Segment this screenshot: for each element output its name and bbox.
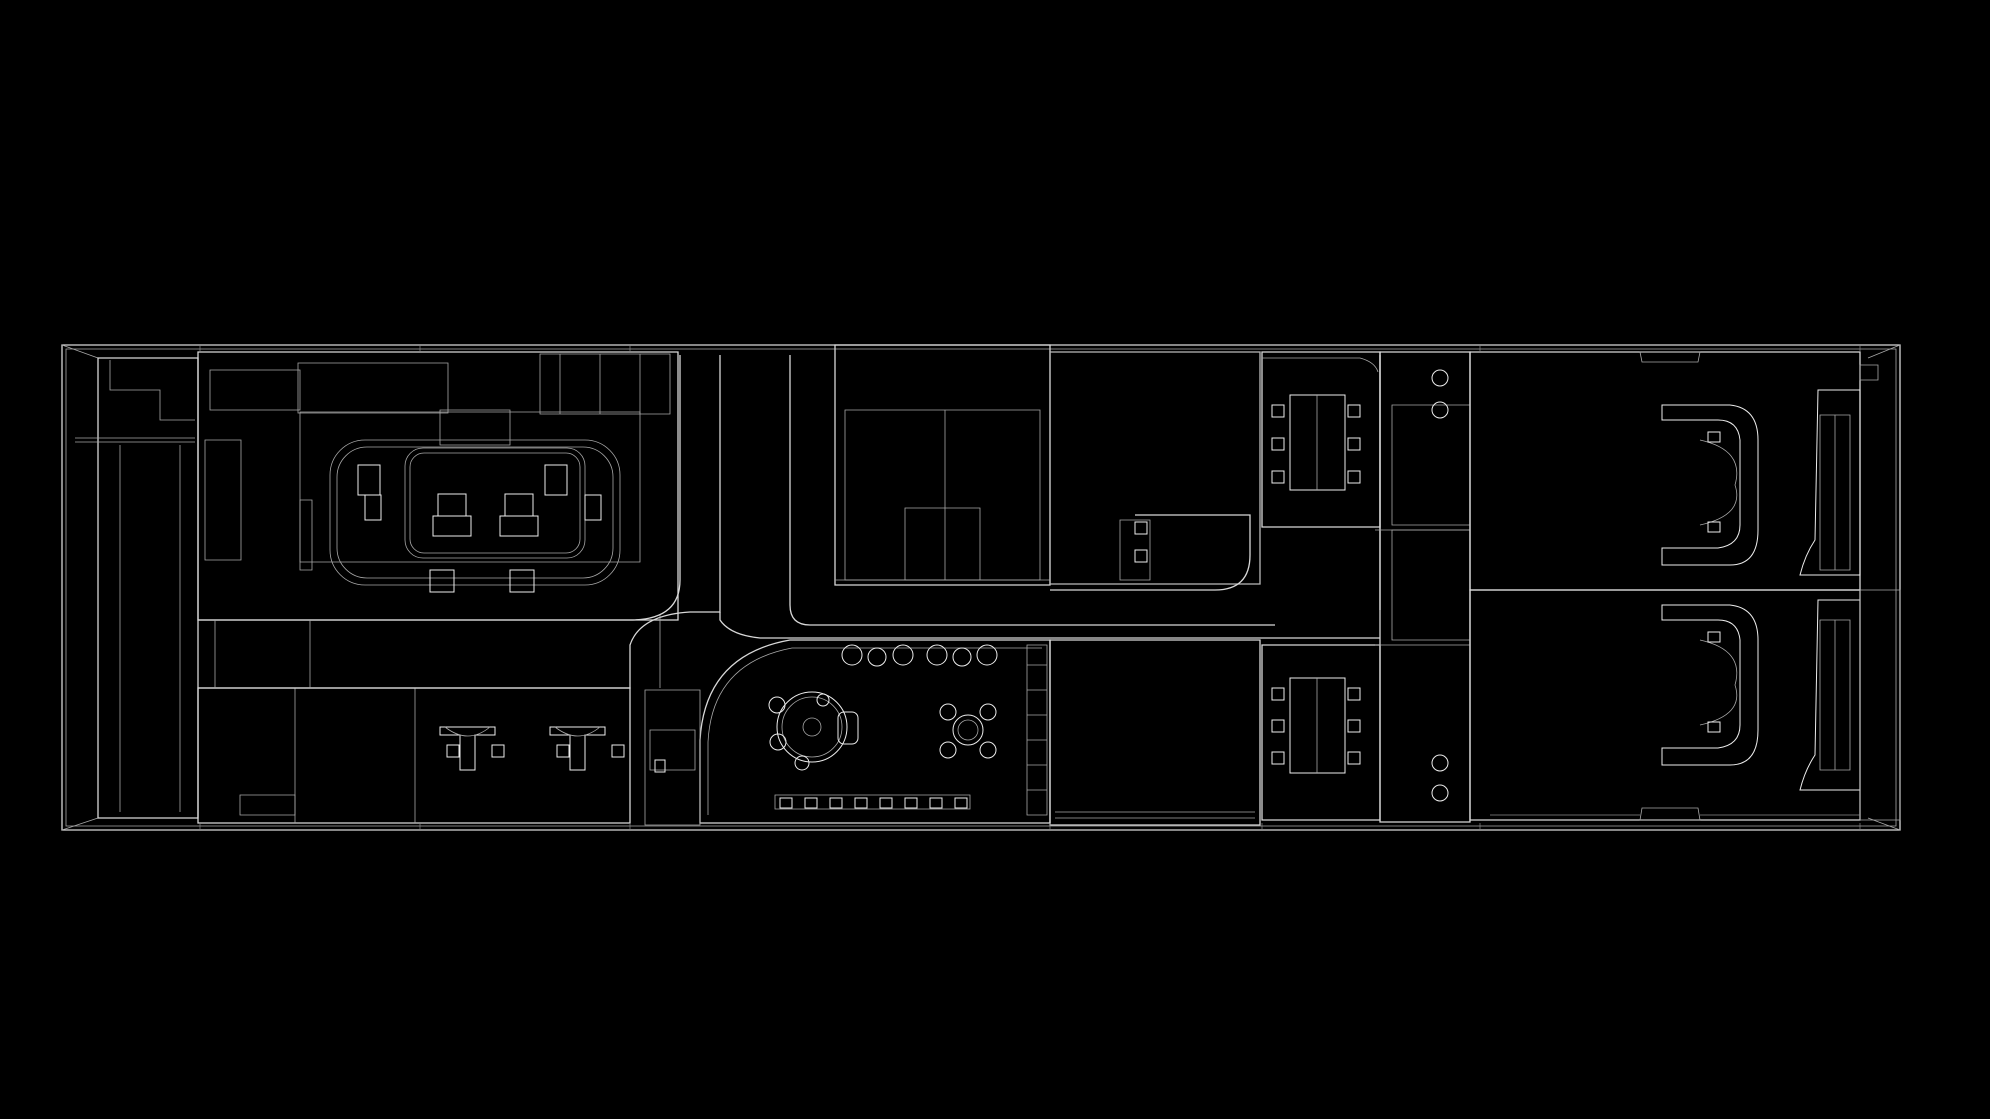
- room-conference-large: [198, 352, 678, 620]
- room-open-desks-left: [198, 688, 630, 823]
- room-studio-lower-right: [1470, 590, 1900, 820]
- room-corridor-main: [198, 355, 1380, 688]
- vestibule-column: [1375, 352, 1470, 822]
- partition-details: [200, 345, 1860, 830]
- room-core-upper-center: [835, 345, 1050, 585]
- room-office-upper-mid: [1050, 352, 1260, 590]
- room-workstations-upper: [1262, 352, 1380, 527]
- room-lounge-curved: [645, 640, 1050, 825]
- room-left-storage-strip: [75, 358, 198, 818]
- room-office-lower-mid: [1050, 640, 1260, 825]
- building-outline: [62, 345, 1900, 830]
- room-studio-upper-right: [1470, 352, 1878, 590]
- room-workstations-lower: [1262, 645, 1380, 820]
